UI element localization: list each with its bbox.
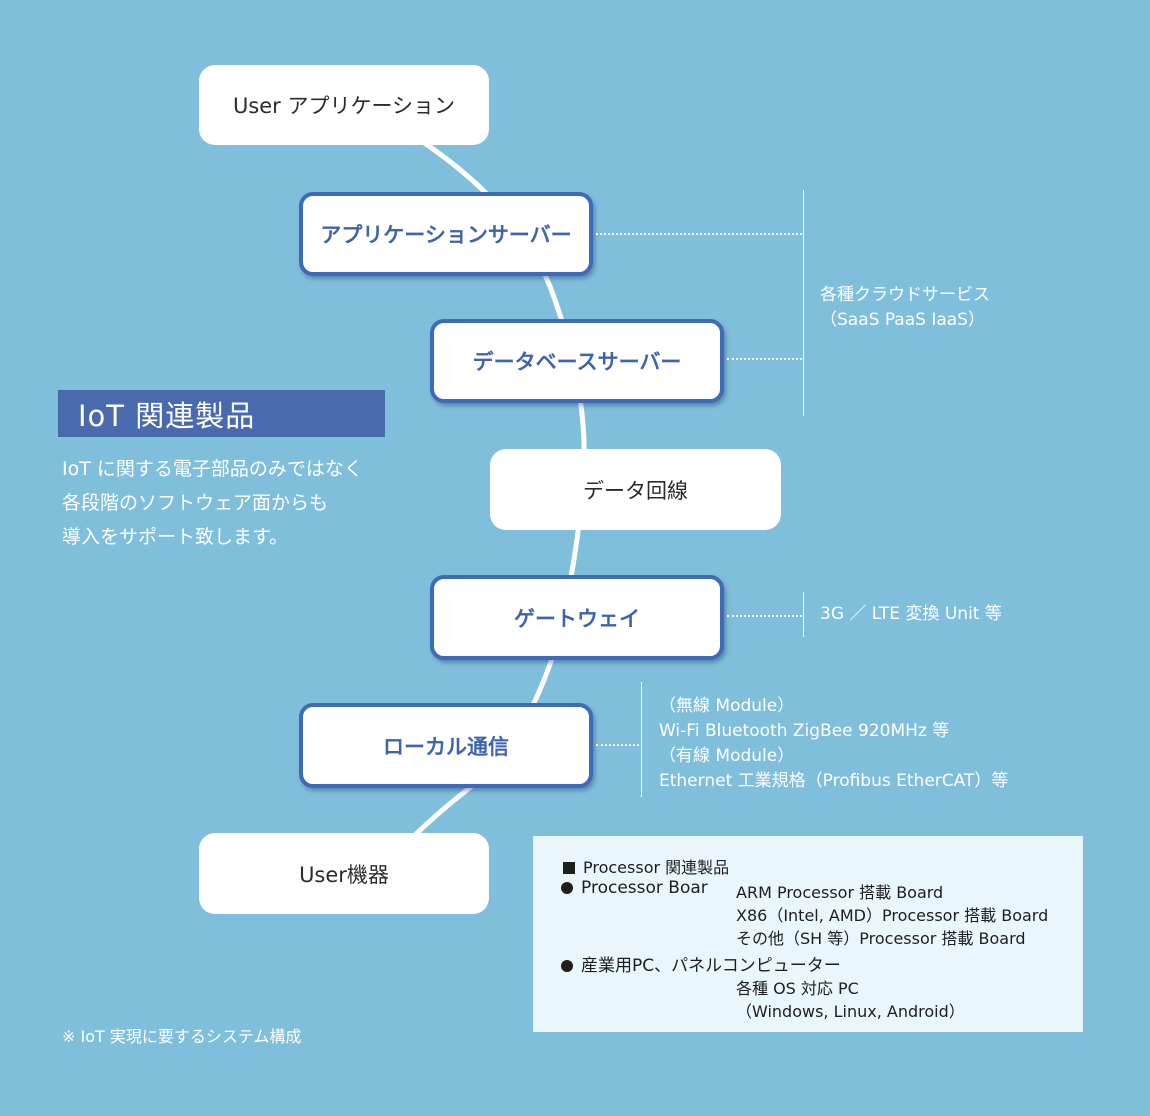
cloud-services-note: 各種クラウドサービス （SaaS PaaS IaaS） xyxy=(820,283,990,333)
industrial-pc-label: 産業用PC、パネルコンピューター xyxy=(581,956,841,976)
data-line-label: データ回線 xyxy=(583,478,688,503)
user-device-label: User機器 xyxy=(299,862,389,887)
gateway-box: ゲートウェイ xyxy=(430,575,724,660)
local-note-line: （無線 Module） xyxy=(659,696,795,716)
local-communication-box: ローカル通信 xyxy=(299,703,593,788)
local-communication-note: （無線 Module） Wi-Fi Bluetooth ZigBee 920MH… xyxy=(659,694,1008,794)
local-connector xyxy=(596,744,639,746)
data-line-box: データ回線 xyxy=(490,449,781,530)
local-note-line: （有線 Module） xyxy=(659,746,795,766)
local-bracket xyxy=(641,682,642,797)
panel-detail-line: ARM Processor 搭載 Board xyxy=(736,883,944,902)
processor-board-label: Processor Boar xyxy=(581,878,708,898)
local-note-line: Wi-Fi Bluetooth ZigBee 920MHz 等 xyxy=(659,721,950,741)
cloud-services-line: 各種クラウドサービス xyxy=(820,285,990,305)
cloud-bracket xyxy=(803,190,804,416)
db-server-connector xyxy=(727,358,802,360)
application-server-box: アプリケーションサーバー xyxy=(299,192,593,276)
user-application-label: User アプリケーション xyxy=(232,94,456,118)
processor-products-panel: Processor 関連製品 Processor Boar ARM Proces… xyxy=(533,836,1083,1032)
bullet-dot-icon xyxy=(561,882,573,894)
section-description: IoT に関する電子部品のみではなく 各段階のソフトウェア面からも 導入をサポー… xyxy=(62,452,363,554)
gateway-connector xyxy=(727,615,802,617)
panel-detail-line: 各種 OS 対応 PC xyxy=(736,979,859,998)
panel-detail-line: （Windows, Linux, Android） xyxy=(736,1002,965,1021)
application-server-label: アプリケーションサーバー xyxy=(320,223,572,247)
panel-detail-line: その他（SH 等）Processor 搭載 Board xyxy=(736,929,1026,948)
panel-item-industrial-pc: 産業用PC、パネルコンピューター xyxy=(561,951,841,976)
panel-detail-line: X86（Intel, AMD）Processor 搭載 Board xyxy=(736,906,1049,925)
panel-item-processor-board: Processor Boar xyxy=(561,878,708,898)
description-line: 導入をサポート致します。 xyxy=(62,526,289,548)
square-bullet-icon xyxy=(563,862,575,874)
gateway-bracket xyxy=(803,592,804,637)
local-communication-label: ローカル通信 xyxy=(383,734,509,759)
app-server-connector xyxy=(596,233,802,235)
user-application-box: User アプリケーション xyxy=(199,65,489,145)
database-server-label: データベースサーバー xyxy=(472,350,682,374)
footnote: ※ IoT 実現に要するシステム構成 xyxy=(62,1027,302,1046)
panel-heading: Processor 関連製品 xyxy=(563,854,729,878)
section-title: IoT 関連製品 xyxy=(58,390,385,437)
cloud-services-line: （SaaS PaaS IaaS） xyxy=(820,310,985,330)
local-note-line: Ethernet 工業規格（Profibus EtherCAT）等 xyxy=(659,771,1009,791)
gateway-label: ゲートウェイ xyxy=(514,606,640,631)
description-line: IoT に関する電子部品のみではなく xyxy=(62,458,363,480)
panel-heading-text: Processor 関連製品 xyxy=(583,858,730,877)
gateway-note: 3G ／ LTE 変換 Unit 等 xyxy=(820,604,1002,624)
user-device-box: User機器 xyxy=(199,833,489,914)
description-line: 各段階のソフトウェア面からも xyxy=(62,492,329,514)
database-server-box: データベースサーバー xyxy=(430,319,724,403)
bullet-dot-icon xyxy=(561,960,573,972)
